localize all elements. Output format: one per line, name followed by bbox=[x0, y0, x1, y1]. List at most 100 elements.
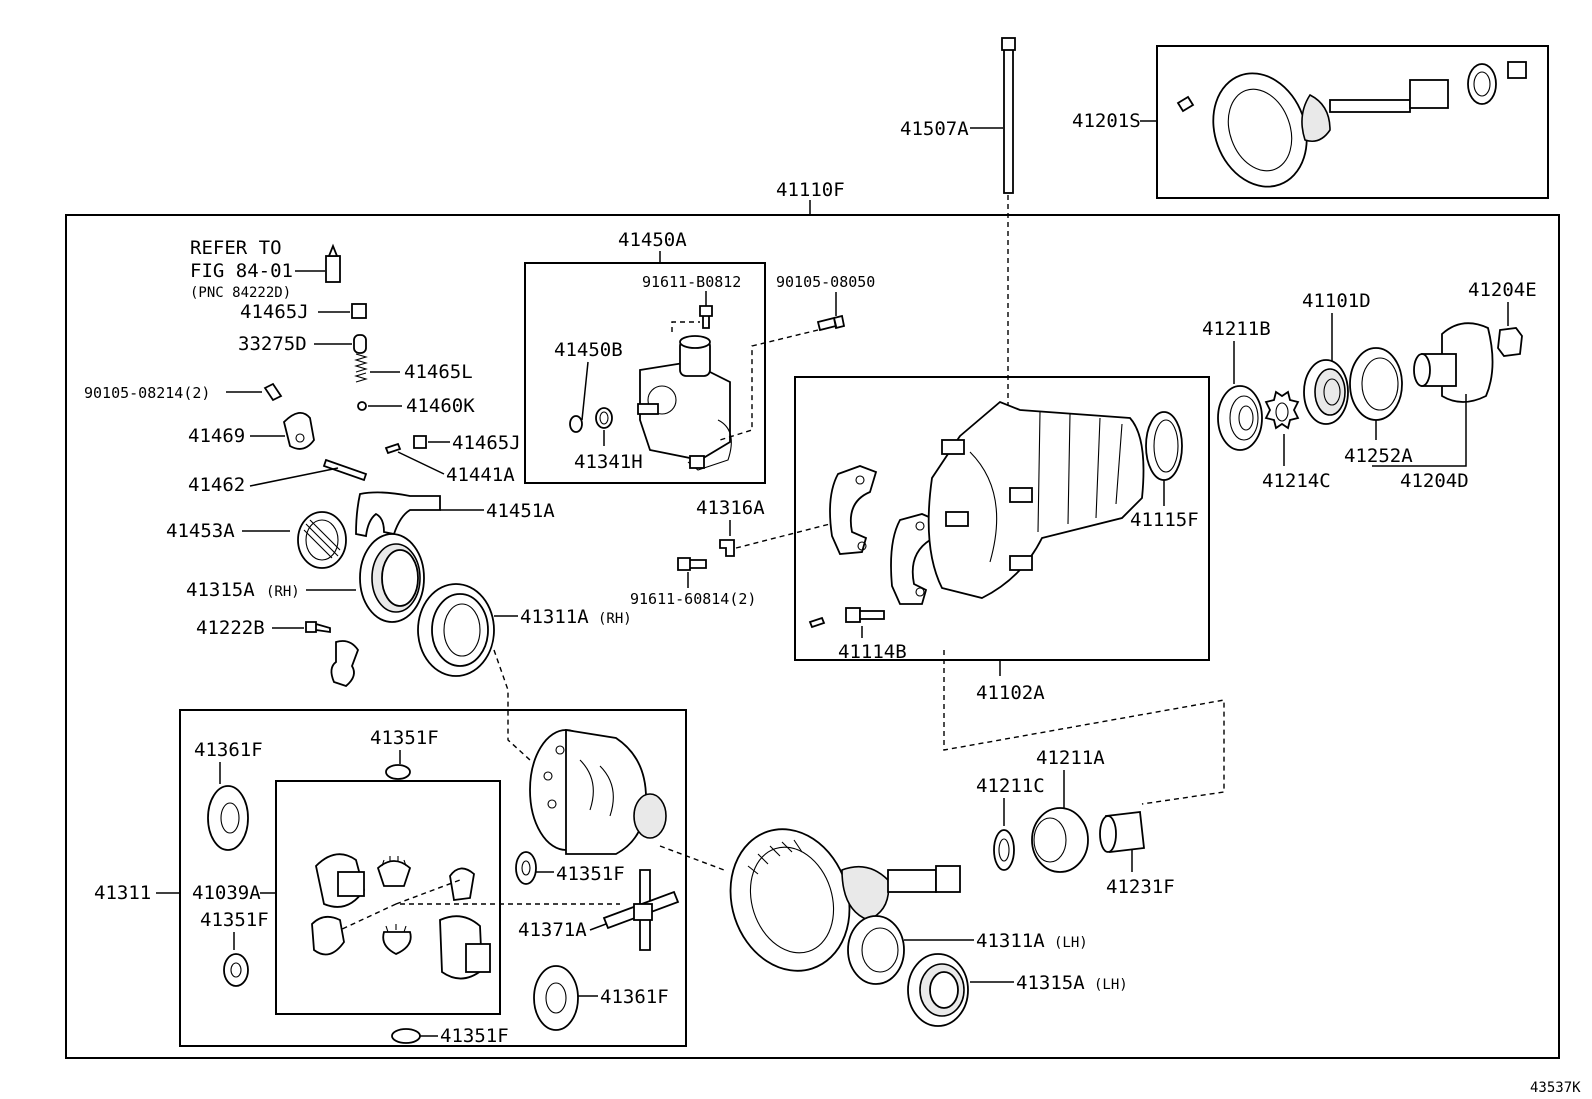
label-41201S: 41201S bbox=[1072, 110, 1141, 132]
label-41252A: 41252A bbox=[1344, 445, 1413, 467]
bearing-41211A bbox=[1031, 807, 1089, 873]
label-41462: 41462 bbox=[188, 474, 245, 496]
plate-41469 bbox=[283, 412, 315, 450]
seal-41252A bbox=[1349, 347, 1403, 421]
bolt-90105-08050 bbox=[816, 314, 846, 332]
label-90105-08214: 90105-08214(2) bbox=[84, 384, 210, 402]
pinion-gear-top-right bbox=[449, 867, 475, 902]
ring-pinion-kit-drawing bbox=[1176, 61, 1527, 188]
ball-41460K bbox=[357, 401, 367, 411]
shift-fork-41451A bbox=[355, 491, 441, 538]
ring-pinion-kit-frame bbox=[1156, 45, 1549, 199]
label-41450A: 41450A bbox=[618, 229, 687, 251]
differential-case-frame bbox=[179, 709, 687, 1047]
washer-41351F-bottom bbox=[391, 1028, 421, 1044]
label-91611-60814: 91611-60814(2) bbox=[630, 590, 756, 608]
label-41101D: 41101D bbox=[1302, 290, 1371, 312]
label-90105-08050: 90105-08050 bbox=[776, 273, 875, 291]
differential-gear-kit-frame bbox=[275, 780, 501, 1015]
spacer-41211C bbox=[993, 829, 1015, 871]
thrust-washer-41361F-bottom bbox=[533, 965, 579, 1031]
bolt-91611-B0812 bbox=[699, 305, 713, 329]
refer-note-line-2: FIG 84-01 bbox=[190, 260, 293, 282]
label-41465L: 41465L bbox=[404, 361, 473, 383]
actuator-assembly-frame bbox=[524, 262, 766, 484]
label-41351F-bottom: 41351F bbox=[440, 1025, 509, 1047]
label-41507A: 41507A bbox=[900, 118, 969, 140]
label-41211B: 41211B bbox=[1202, 318, 1271, 340]
label-41114B: 41114B bbox=[838, 641, 907, 663]
bearing-41311A-rh bbox=[417, 583, 495, 677]
refer-note-line-1: REFER TO bbox=[190, 237, 282, 259]
label-41315A-rh: 41315A bbox=[186, 579, 255, 601]
dowel-pin bbox=[808, 616, 826, 629]
side-gear-lower-right bbox=[439, 915, 491, 980]
label-41311A-rh: 41311A bbox=[520, 606, 589, 628]
pin-41441A bbox=[384, 442, 402, 455]
bearing-41315A-rh bbox=[359, 533, 425, 623]
label-41315A-lh-suffix: (LH) bbox=[1094, 977, 1128, 993]
bearing-41311A-lh bbox=[847, 915, 905, 985]
bearing-41211B bbox=[1217, 385, 1263, 451]
pin-41507A bbox=[1001, 37, 1016, 194]
spacer-41231F bbox=[1099, 811, 1145, 853]
lock-plate-41222B bbox=[330, 640, 360, 688]
oring-41341H bbox=[595, 407, 613, 429]
label-41453A: 41453A bbox=[166, 520, 235, 542]
bearing-41315A-lh bbox=[907, 953, 969, 1027]
pinion-gear-lower-left bbox=[311, 915, 345, 956]
spacer-33275D bbox=[353, 334, 367, 354]
label-41460K: 41460K bbox=[406, 395, 475, 417]
label-41351F-top: 41351F bbox=[370, 727, 439, 749]
nut-washer-41214C bbox=[1264, 390, 1300, 430]
plug-41465J-mid bbox=[413, 435, 427, 449]
bracket-41316A bbox=[719, 539, 735, 557]
flange-41204D bbox=[1413, 322, 1494, 403]
label-41311: 41311 bbox=[94, 882, 151, 904]
switch-sensor-part bbox=[325, 243, 341, 283]
label-41451A: 41451A bbox=[486, 500, 555, 522]
side-gear-upper-left bbox=[315, 853, 365, 908]
bolt-91611-60814 bbox=[677, 557, 707, 571]
pinion-gear-lower-center bbox=[382, 924, 412, 955]
bearing-cap-lower bbox=[890, 513, 938, 605]
label-41315A-lh: 41315A bbox=[1016, 972, 1085, 994]
label-41204D: 41204D bbox=[1400, 470, 1469, 492]
plug-41465J-top bbox=[351, 303, 367, 319]
bolt-41222B bbox=[305, 621, 331, 634]
label-41110F: 41110F bbox=[776, 179, 845, 201]
label-41469: 41469 bbox=[188, 425, 245, 447]
label-41222B: 41222B bbox=[196, 617, 265, 639]
label-41115F: 41115F bbox=[1130, 509, 1199, 531]
label-41211C: 41211C bbox=[976, 775, 1045, 797]
label-41231F: 41231F bbox=[1106, 876, 1175, 898]
carrier-subassembly-frame bbox=[794, 376, 1210, 661]
label-41465J-mid: 41465J bbox=[452, 432, 521, 454]
nut-41204E bbox=[1497, 327, 1523, 357]
label-41351F-left: 41351F bbox=[200, 909, 269, 931]
bearing-cap-upper bbox=[829, 465, 878, 555]
oil-seal-41115F bbox=[1145, 411, 1183, 481]
label-41211A: 41211A bbox=[1036, 747, 1105, 769]
label-41450B: 41450B bbox=[554, 339, 623, 361]
label-41361F-top: 41361F bbox=[194, 739, 263, 761]
differential-case-assembly bbox=[529, 728, 667, 855]
label-41316A: 41316A bbox=[696, 497, 765, 519]
main-assembly-frame bbox=[65, 214, 1560, 1059]
spring-41465L bbox=[354, 353, 368, 383]
refer-note-line-3: (PNC 84222D) bbox=[190, 285, 291, 301]
figure-id: 43537K bbox=[1530, 1080, 1581, 1096]
label-41311A-lh: 41311A bbox=[976, 930, 1045, 952]
washer-41351F-top bbox=[385, 764, 411, 780]
label-33275D: 33275D bbox=[238, 333, 307, 355]
pinion-shaft-41371A bbox=[602, 869, 680, 951]
label-41311A-rh-suffix: (RH) bbox=[598, 611, 632, 627]
label-91611-B0812: 91611-B0812 bbox=[642, 273, 741, 291]
bolt-90105-08214 bbox=[263, 382, 283, 402]
label-41315A-rh-suffix: (RH) bbox=[266, 584, 300, 600]
bearing-41101D bbox=[1303, 359, 1349, 425]
shaft-41462 bbox=[322, 458, 368, 482]
label-41039A: 41039A bbox=[192, 882, 261, 904]
label-41214C: 41214C bbox=[1262, 470, 1331, 492]
